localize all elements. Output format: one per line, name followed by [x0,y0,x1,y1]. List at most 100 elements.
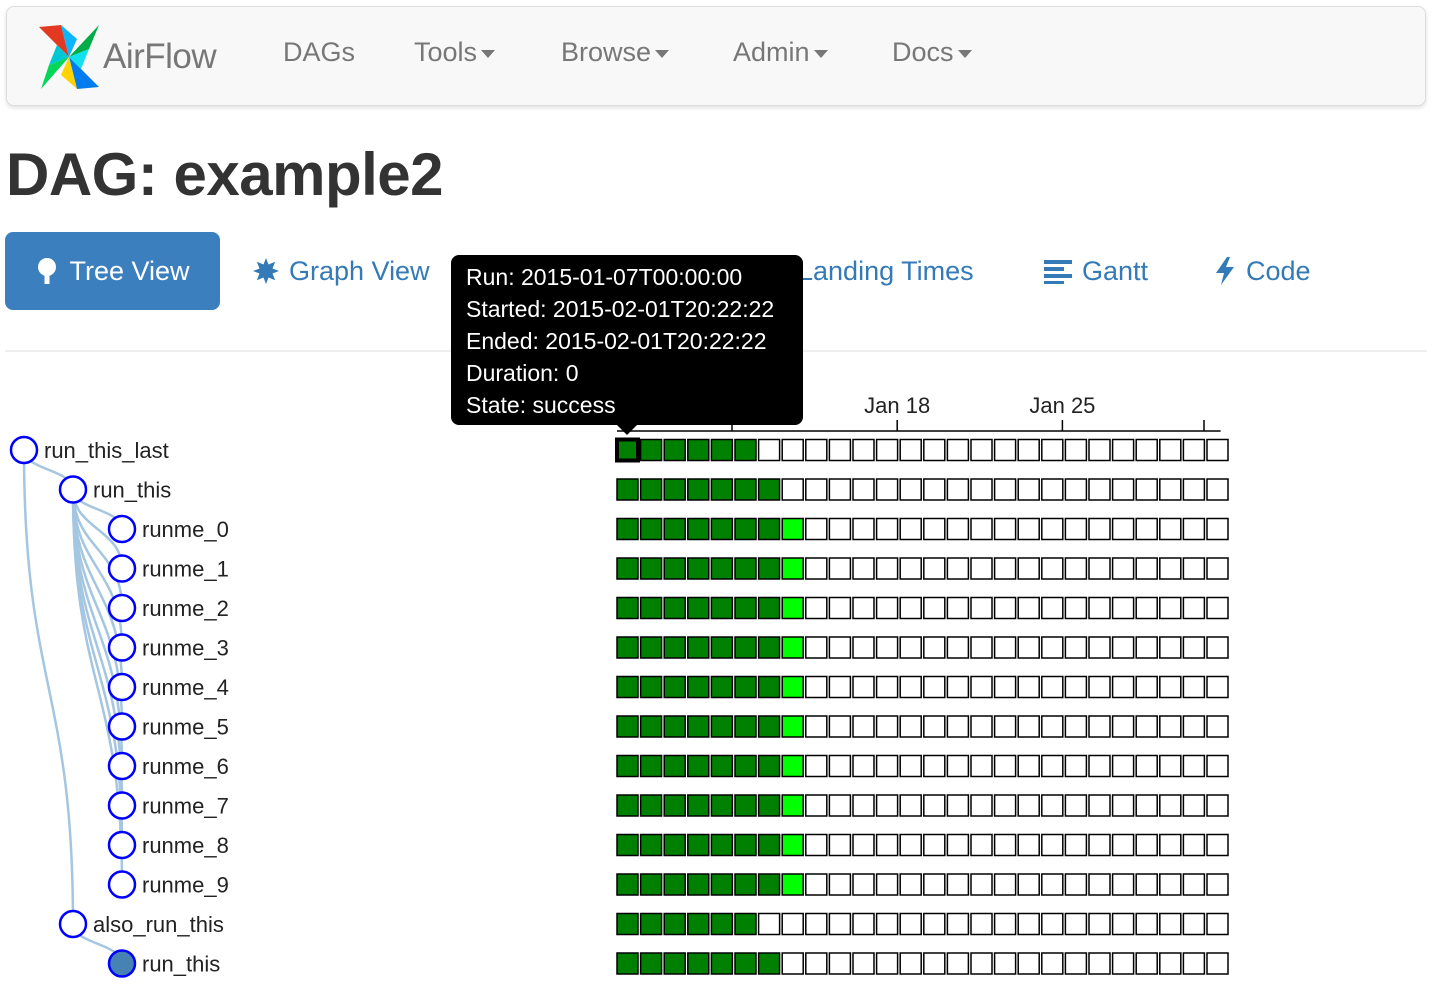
task-instance-cell[interactable] [970,517,993,541]
task-instance-cell[interactable] [970,636,993,659]
task-instance-cell[interactable] [899,715,922,738]
task-instance-cell[interactable] [1088,675,1111,699]
task-instance-cell[interactable] [1111,517,1135,541]
task-instance-cell[interactable] [616,517,639,541]
tab-code[interactable]: Code [1214,232,1311,310]
task-instance-cell[interactable] [663,754,686,778]
task-instance-cell[interactable] [852,636,875,659]
task-instance-cell[interactable] [734,636,757,659]
task-instance-cell[interactable] [970,873,993,896]
task-instance-cell[interactable] [663,833,686,857]
task-instance-cell[interactable] [852,873,875,896]
task-instance-cell[interactable] [875,596,899,620]
task-instance-cell[interactable] [1159,912,1182,936]
task-instance-cell[interactable] [1135,833,1158,857]
task-instance-cell[interactable] [899,952,922,975]
task-instance-cell[interactable] [828,912,852,936]
task-instance-cell[interactable] [805,794,828,817]
task-instance-cell[interactable] [734,478,757,501]
nav-dags[interactable]: DAGs [283,37,356,67]
task-instance-cell[interactable] [663,912,686,936]
task-instance-cell[interactable] [687,794,710,817]
task-instance-cell[interactable] [1182,675,1206,699]
task-instance-cell[interactable] [828,596,852,620]
task-instance-cell[interactable] [781,596,804,620]
task-instance-cell[interactable] [828,833,852,857]
task-instance-cell[interactable] [781,557,804,580]
task-instance-cell[interactable] [710,833,734,857]
tree-node[interactable]: runme_1 [107,554,229,583]
task-instance-cell[interactable] [616,596,639,620]
task-instance-cell[interactable] [993,596,1017,620]
task-instance-cell[interactable] [710,912,734,936]
task-instance-cell[interactable] [757,557,781,580]
task-node-circle[interactable] [107,672,137,702]
task-instance-cell[interactable] [1064,833,1088,857]
task-instance-cell[interactable] [923,873,946,896]
task-instance-cell[interactable] [1111,715,1135,738]
task-instance-cell[interactable] [852,596,875,620]
task-instance-cell[interactable] [616,478,639,501]
task-instance-cell[interactable] [1206,438,1229,462]
task-instance-cell[interactable] [757,438,781,462]
task-instance-cell[interactable] [1064,478,1088,501]
task-node-circle[interactable] [107,751,137,781]
task-instance-cell[interactable] [1088,952,1111,975]
task-instance-cell[interactable] [899,794,922,817]
task-instance-cell[interactable] [1135,557,1158,580]
task-instance-cell[interactable] [899,873,922,896]
task-instance-cell[interactable] [970,833,993,857]
task-instance-cell[interactable] [1111,478,1135,501]
task-instance-cell[interactable] [663,557,686,580]
task-instance-cell[interactable] [1017,636,1040,659]
task-instance-cell[interactable] [616,636,639,659]
task-instance-cell[interactable] [852,912,875,936]
task-instance-cell[interactable] [1159,517,1182,541]
task-instance-cell[interactable] [1088,794,1111,817]
task-instance-cell[interactable] [757,754,781,778]
task-instance-cell[interactable] [805,478,828,501]
task-instance-cell[interactable] [899,517,922,541]
task-instance-cell[interactable] [781,636,804,659]
task-instance-cell[interactable] [1159,794,1182,817]
task-instance-cell[interactable] [1041,675,1064,699]
task-instance-cell[interactable] [734,754,757,778]
task-instance-cell[interactable] [734,438,757,462]
task-instance-cell[interactable] [1182,596,1206,620]
task-node-circle[interactable] [9,435,39,465]
task-instance-cell[interactable] [639,478,663,501]
task-instance-cell[interactable] [828,557,852,580]
task-instance-cell[interactable] [615,437,640,463]
task-instance-cell[interactable] [616,873,639,896]
tree-node[interactable]: run_this [58,475,171,504]
task-instance-cell[interactable] [616,675,639,699]
task-instance-cell[interactable] [875,636,899,659]
task-instance-cell[interactable] [687,873,710,896]
task-instance-cell[interactable] [757,478,781,501]
task-instance-cell[interactable] [639,873,663,896]
task-instance-cell[interactable] [757,636,781,659]
task-instance-cell[interactable] [946,596,970,620]
tree-node[interactable]: run_this_last [9,435,169,465]
task-instance-cell[interactable] [757,596,781,620]
task-instance-cell[interactable] [1088,438,1111,462]
task-instance-cell[interactable] [781,833,804,857]
task-instance-cell[interactable] [687,636,710,659]
task-node-circle[interactable] [107,870,137,899]
task-instance-cell[interactable] [1206,596,1229,620]
nav-browse[interactable]: Browse [561,37,670,68]
task-instance-cell[interactable] [734,873,757,896]
task-instance-cell[interactable] [734,833,757,857]
task-instance-cell[interactable] [1182,912,1206,936]
task-instance-cell[interactable] [852,794,875,817]
task-instance-cell[interactable] [757,675,781,699]
task-instance-cell[interactable] [687,754,710,778]
task-instance-cell[interactable] [1182,794,1206,817]
task-instance-cell[interactable] [639,754,663,778]
task-instance-cell[interactable] [1206,675,1229,699]
task-instance-cell[interactable] [1159,478,1182,501]
task-instance-cell[interactable] [1182,833,1206,857]
task-instance-cell[interactable] [781,675,804,699]
task-instance-cell[interactable] [1135,517,1158,541]
nav-docs[interactable]: Docs [892,37,972,68]
